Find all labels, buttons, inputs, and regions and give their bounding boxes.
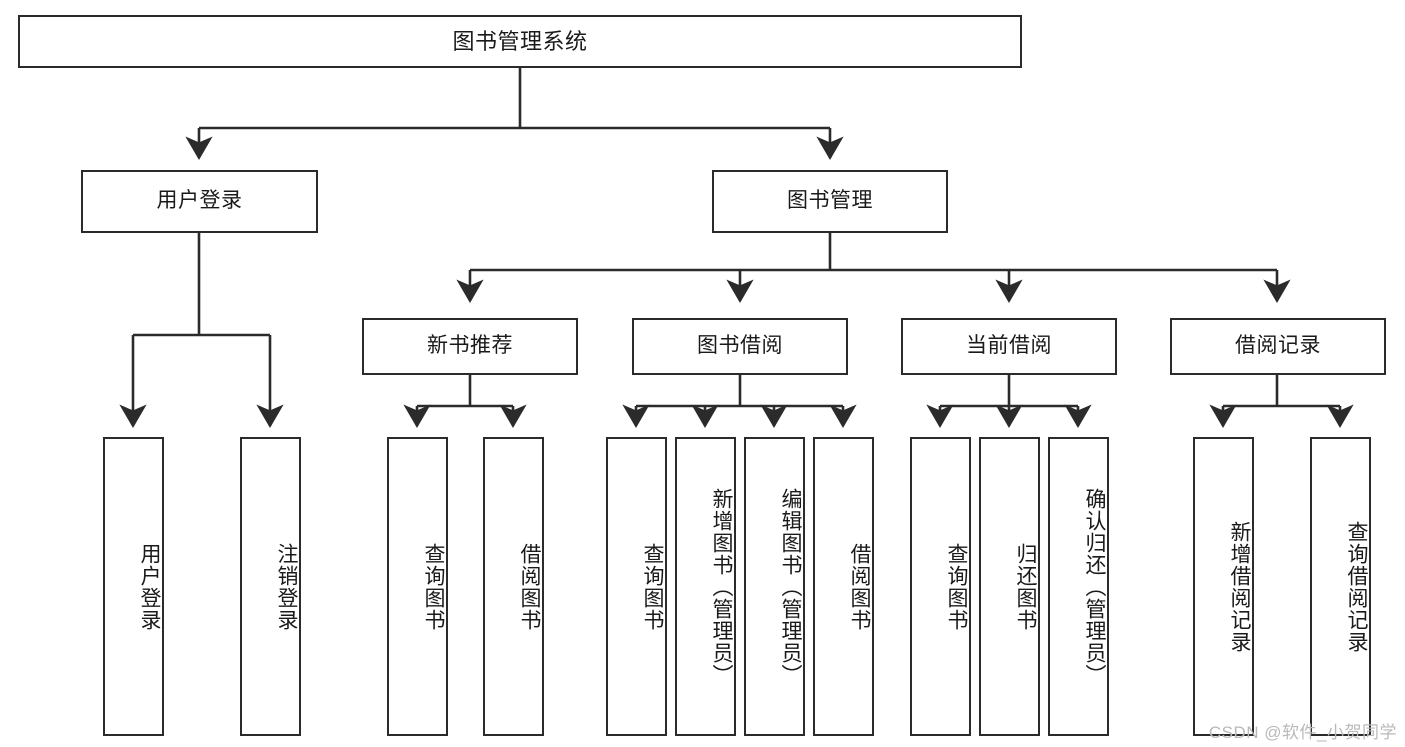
- node-user-login[interactable]: 用户登录: [81, 170, 318, 233]
- node-book-borrow[interactable]: 图书借阅: [632, 318, 848, 375]
- node-label: 图书借阅: [697, 334, 783, 358]
- leaf-query-book-recommend[interactable]: 查询图书: [387, 437, 448, 736]
- node-label: 确认归还（管理员）: [1083, 487, 1106, 686]
- node-label: 编辑图书（管理员）: [779, 487, 802, 686]
- node-label: 新增图书（管理员）: [710, 487, 733, 686]
- node-label: 借阅图书: [848, 542, 871, 631]
- node-label: 查询图书: [422, 542, 445, 631]
- node-label: 借阅记录: [1235, 334, 1321, 358]
- node-label: 图书管理: [787, 189, 873, 213]
- leaf-borrow-book[interactable]: 借阅图书: [813, 437, 874, 736]
- node-root-system[interactable]: 图书管理系统: [18, 15, 1022, 68]
- node-label: 用户登录: [156, 189, 243, 213]
- leaf-query-book-borrow[interactable]: 查询图书: [606, 437, 667, 736]
- leaf-query-book-current[interactable]: 查询图书: [910, 437, 971, 736]
- node-label: 新书推荐: [427, 334, 513, 358]
- watermark-csdn: CSDN @软件_小贺同学: [1208, 723, 1397, 742]
- leaf-query-borrow-record[interactable]: 查询借阅记录: [1310, 437, 1371, 736]
- node-current-borrow[interactable]: 当前借阅: [901, 318, 1117, 375]
- leaf-edit-book-admin[interactable]: 编辑图书（管理员）: [744, 437, 805, 736]
- node-label: 图书管理系统: [452, 28, 588, 54]
- node-label: 查询借阅记录: [1345, 520, 1368, 653]
- node-label: 用户登录: [138, 542, 161, 631]
- leaf-add-borrow-record[interactable]: 新增借阅记录: [1193, 437, 1254, 736]
- leaf-borrow-book-recommend[interactable]: 借阅图书: [483, 437, 544, 736]
- node-label: 新增借阅记录: [1228, 520, 1251, 653]
- node-label: 查询图书: [641, 542, 664, 631]
- node-label: 当前借阅: [966, 334, 1052, 358]
- node-label: 借阅图书: [518, 542, 541, 631]
- leaf-return-book[interactable]: 归还图书: [979, 437, 1040, 736]
- leaf-logout[interactable]: 注销登录: [240, 437, 301, 736]
- node-label: 查询图书: [945, 542, 968, 631]
- leaf-confirm-return-admin[interactable]: 确认归还（管理员）: [1048, 437, 1109, 736]
- leaf-user-login[interactable]: 用户登录: [103, 437, 164, 736]
- node-label: 注销登录: [275, 542, 298, 631]
- node-label: 归还图书: [1014, 542, 1037, 631]
- node-borrow-record[interactable]: 借阅记录: [1170, 318, 1386, 375]
- leaf-add-book-admin[interactable]: 新增图书（管理员）: [675, 437, 736, 736]
- node-book-manage[interactable]: 图书管理: [712, 170, 948, 233]
- node-new-book-recommend[interactable]: 新书推荐: [362, 318, 578, 375]
